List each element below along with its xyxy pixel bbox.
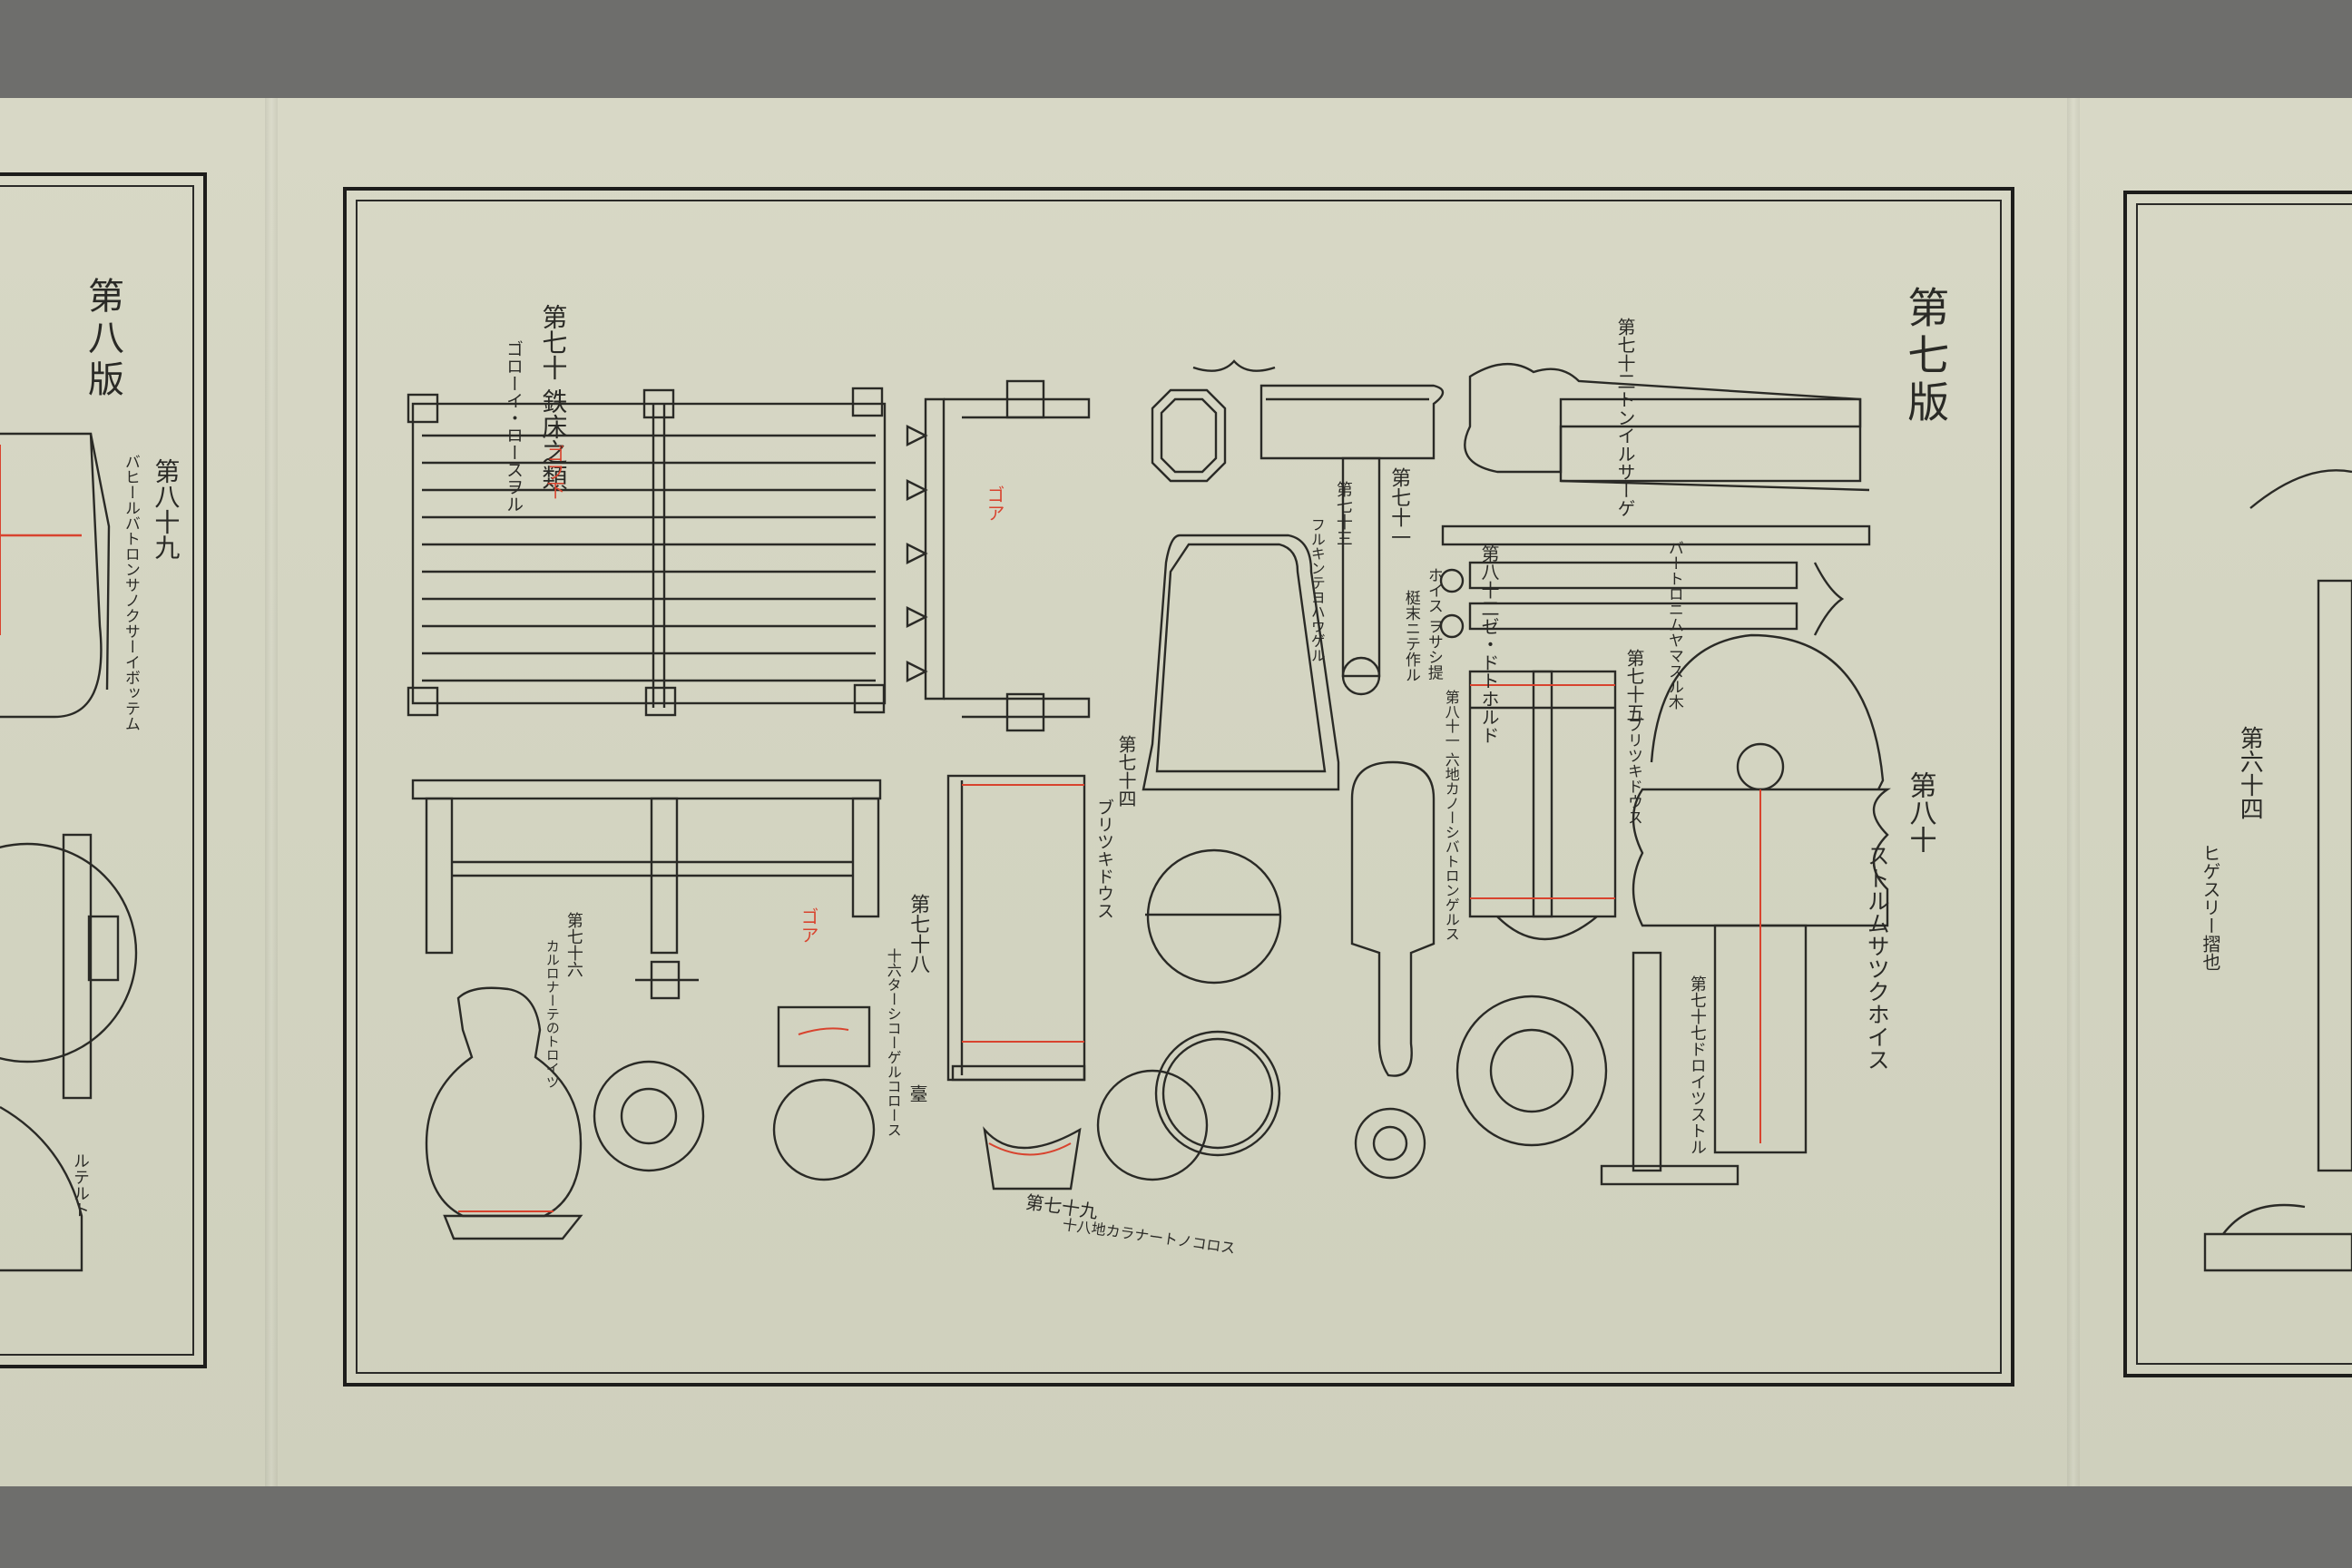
label-82-desc: バートロニムヤマスル木	[1664, 540, 1683, 710]
label-73-desc: フルキンテヨハウゲル	[1308, 517, 1326, 662]
label-71-desc: ホイス ヲサシ提	[1424, 567, 1443, 681]
left-label-89-desc: バヒールバトロンサノクサーイボッテム	[121, 454, 140, 731]
label-75: 第七十五	[1623, 649, 1645, 721]
left-plate-frame	[0, 172, 207, 1368]
label-71-material: 梃末ニテ作ル	[1401, 590, 1420, 682]
label-77: 第七十七ドロイツストル	[1687, 975, 1707, 1155]
label-78-base: 臺	[906, 1084, 928, 1102]
label-80: 第八十	[1904, 771, 1936, 853]
center-header-sub: ゴローイ・ロースヲル	[503, 340, 524, 513]
left-label-bottom: ルテルト	[70, 1152, 90, 1218]
label-78-desc: 十六ターシコーゲルコロース	[884, 948, 902, 1137]
left-label-89: 第八十九	[151, 458, 181, 560]
label-73: 第七十三	[1333, 481, 1353, 546]
label-81: 第八十一 六地カノーシバトロンゲルス	[1442, 690, 1460, 942]
label-76: 第七十六	[564, 912, 583, 977]
label-75-desc: ブリツキドウス	[1623, 717, 1642, 825]
label-74-desc: ブリツキドウス	[1093, 799, 1114, 919]
center-plate-title: 第七版	[1901, 286, 1951, 427]
label-82: 第八十二ゼ・ドトホルド	[1478, 544, 1500, 744]
right-plate-frame	[2123, 191, 2352, 1377]
label-78: 第七十八	[906, 894, 930, 974]
center-plate-frame	[343, 187, 2014, 1387]
label-71: 第七十一	[1387, 467, 1411, 547]
paper-fold	[2067, 98, 2080, 1486]
right-label-64-desc: ヒゲスリー摺也	[2200, 844, 2221, 971]
right-label-64: 第六十四	[2236, 726, 2264, 820]
red-note-2: ゴア	[984, 485, 1005, 522]
paper-scroll	[0, 98, 2352, 1486]
label-74: 第七十四	[1115, 735, 1137, 808]
red-note-1: ゴフ下	[544, 445, 565, 499]
label-72: 第七十二トンイルサーゲ	[1614, 318, 1636, 517]
red-note-3: ゴア	[798, 907, 819, 944]
paper-fold	[265, 98, 278, 1486]
left-plate-title: 第八版	[82, 277, 123, 402]
label-80-desc: ストルムサツクホイス	[1864, 844, 1891, 1071]
label-76-desc: カルロナーテのトロイツ	[544, 939, 561, 1089]
center-header: 第七十 鉄床之類	[538, 304, 569, 490]
